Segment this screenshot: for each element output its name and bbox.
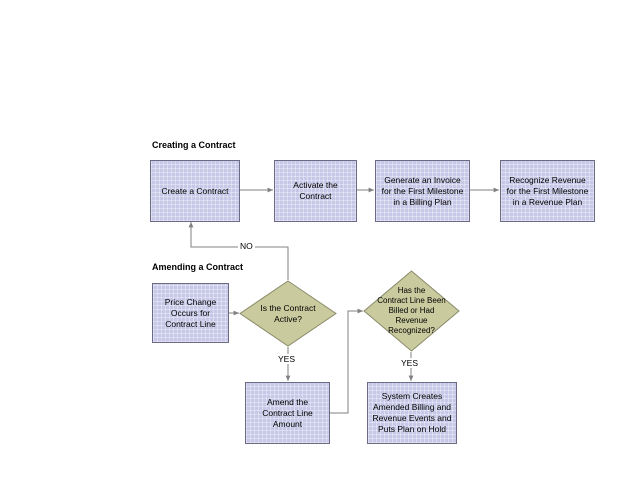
node-create-a-contract-label: Create a Contract (161, 185, 229, 196)
decision-billed-or-recognized-label: Has the Contract Line Been Billed or Had… (377, 286, 446, 335)
node-amend-contract-line[interactable]: Amend the Contract Line Amount (245, 382, 330, 444)
edge-label-no: NO (238, 241, 255, 251)
node-create-a-contract[interactable]: Create a Contract (150, 160, 240, 222)
decision-is-contract-active-label: Is the Contract Active? (260, 302, 316, 324)
decision-billed-or-recognized-shape (363, 270, 460, 352)
node-price-change[interactable]: Price Change Occurs for Contract Line (152, 283, 229, 343)
decision-is-contract-active-shape (239, 280, 337, 347)
node-amend-contract-line-label: Amend the Contract Line Amount (262, 396, 313, 429)
node-generate-an-invoice-label: Generate an Invoice for the First Milest… (381, 174, 464, 207)
node-system-creates-label: System Creates Amended Billing and Reven… (372, 391, 452, 434)
section-title-creating: Creating a Contract (152, 140, 236, 150)
node-recognize-revenue[interactable]: Recognize Revenue for the First Mileston… (500, 160, 595, 222)
node-generate-an-invoice[interactable]: Generate an Invoice for the First Milest… (375, 160, 470, 222)
section-title-amending: Amending a Contract (152, 262, 244, 272)
edge-label-yes-billed: YES (399, 358, 421, 368)
node-activate-the-contract[interactable]: Activate the Contract (274, 160, 357, 222)
decision-billed-or-recognized[interactable]: Has the Contract Line Been Billed or Had… (363, 270, 460, 352)
node-activate-the-contract-label: Activate the Contract (293, 180, 338, 201)
node-recognize-revenue-label: Recognize Revenue for the First Mileston… (506, 174, 589, 207)
edge-amend-to-decision2 (330, 308, 363, 414)
decision-is-contract-active[interactable]: Is the Contract Active? (239, 280, 337, 347)
node-price-change-label: Price Change Occurs for Contract Line (164, 296, 217, 329)
node-system-creates[interactable]: System Creates Amended Billing and Reven… (367, 382, 457, 444)
edge-label-yes-active: YES (276, 354, 298, 364)
